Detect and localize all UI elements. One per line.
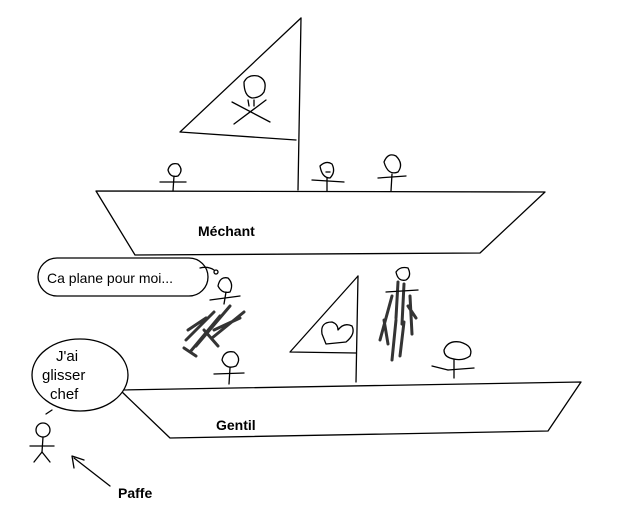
speech-bubble-top: Ca plane pour moi... bbox=[37, 257, 219, 297]
hero-mast bbox=[355, 275, 359, 383]
villain-mast bbox=[297, 17, 302, 191]
hero-crew-2 bbox=[431, 341, 475, 379]
heart-icon bbox=[321, 321, 354, 345]
speech-bubble-left: J'ai glisser chef bbox=[31, 338, 129, 415]
fallen-stick-figure bbox=[29, 422, 55, 463]
hero-ship-name: Gentil bbox=[216, 417, 256, 433]
hero-sail bbox=[289, 275, 359, 354]
bubble-left-line2: glisser bbox=[42, 367, 85, 384]
boarding-pirate-left bbox=[182, 277, 246, 358]
bubble-top-text: Ca plane pour moi... bbox=[47, 270, 173, 286]
falling-label: Paffe bbox=[118, 485, 152, 501]
villain-ship: Méchant bbox=[95, 17, 546, 256]
pointer-arrow bbox=[71, 455, 111, 487]
villain-sail bbox=[179, 17, 302, 141]
bubble-left-line1: J'ai bbox=[56, 348, 78, 365]
bubble-left-line3: chef bbox=[50, 386, 79, 403]
hero-hull bbox=[119, 381, 582, 439]
skull-crossbones-icon bbox=[231, 74, 271, 125]
boarding-pirate-right bbox=[378, 266, 419, 362]
villain-ship-name: Méchant bbox=[198, 223, 255, 239]
villain-hull bbox=[95, 190, 546, 256]
villain-crew-2 bbox=[311, 161, 345, 192]
hero-ship: Gentil bbox=[119, 275, 582, 439]
villain-crew-1 bbox=[159, 162, 187, 192]
hero-crew-1 bbox=[213, 351, 245, 385]
villain-crew-3 bbox=[377, 154, 407, 192]
